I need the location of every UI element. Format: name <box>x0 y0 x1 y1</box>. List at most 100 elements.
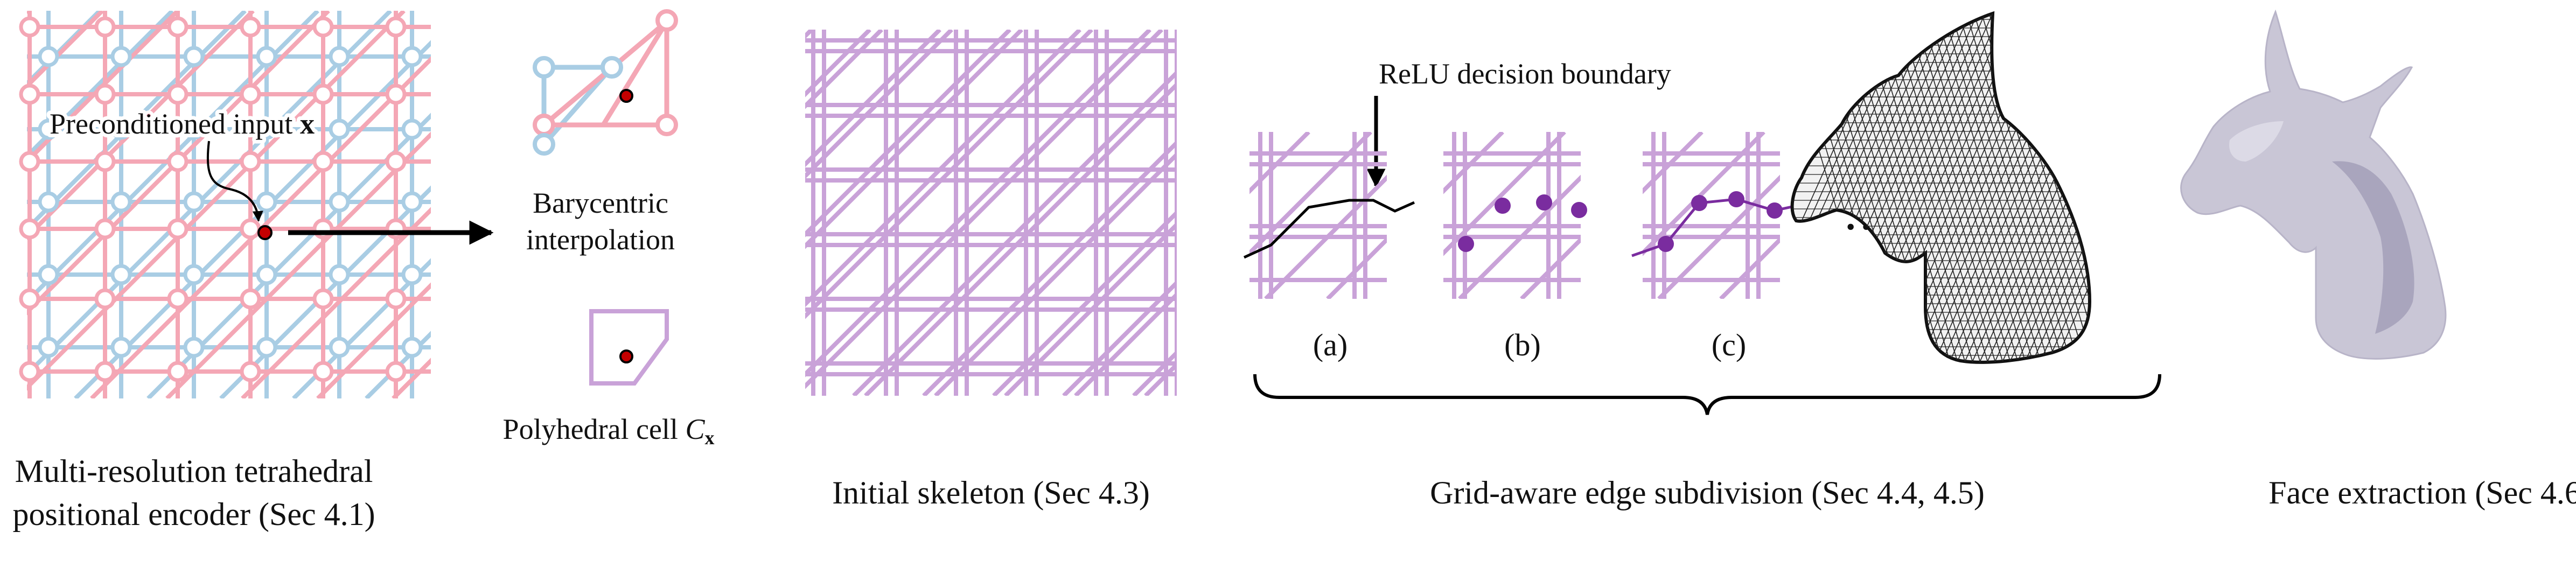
grid-node <box>385 288 407 310</box>
grid-node <box>240 288 261 310</box>
wire-line <box>2013 13 2090 362</box>
grid-node <box>256 46 277 67</box>
barycentric-label-line1: Barycentric <box>533 187 668 219</box>
input-pointer-arrow <box>206 141 263 222</box>
grid-node <box>329 191 350 213</box>
grid-node <box>167 83 189 105</box>
grid-node <box>19 218 40 240</box>
preconditioned-input-label: Preconditioned input x <box>50 108 315 140</box>
grid-node <box>183 191 205 213</box>
grid-node <box>167 361 189 382</box>
face-caption: Face extraction (Sec 4.6) <box>2268 475 2576 510</box>
grid-node <box>240 83 261 105</box>
polyhedral-cell-label: Polyhedral cell Cx <box>503 413 715 449</box>
grid-node <box>183 46 205 67</box>
grid-node <box>167 151 189 172</box>
wire-line <box>1960 13 2090 362</box>
grid-node <box>240 151 261 172</box>
grid-line <box>1583 132 1750 299</box>
grid-node <box>94 83 116 105</box>
blue-cell <box>541 65 617 151</box>
grid-nodes <box>19 16 423 382</box>
grid-node <box>401 46 423 67</box>
grid-node <box>94 151 116 172</box>
grid-line <box>805 30 1081 307</box>
grid-line <box>922 139 1177 396</box>
wire-line <box>2078 13 2090 362</box>
grid-node <box>385 16 407 38</box>
wire-line <box>2028 13 2090 362</box>
subdivision-point <box>1767 202 1783 219</box>
panel-c-label: (c) <box>1712 327 1746 362</box>
cell-input-point <box>619 89 633 103</box>
grid-node <box>94 218 116 240</box>
grid-node <box>19 288 40 310</box>
cell-node <box>533 133 555 156</box>
grid-node <box>329 264 350 285</box>
grid-node <box>240 218 261 240</box>
grid-node <box>110 191 132 213</box>
grid-node <box>256 264 277 285</box>
grid-line <box>805 30 941 167</box>
grid-line <box>1390 132 1556 299</box>
unicorn-wireframe <box>1790 11 2092 364</box>
wire-line <box>1967 13 2090 362</box>
grid-node <box>19 361 40 382</box>
grid-node <box>110 118 132 140</box>
grid-line <box>292 258 431 398</box>
subdivision-grid-c <box>1643 132 1780 299</box>
polyhedral-cell-point <box>619 349 633 363</box>
grid-line <box>27 11 174 159</box>
grid-node <box>183 337 205 358</box>
grid-line <box>316 282 431 398</box>
cell-node <box>655 114 678 136</box>
grid-node <box>401 337 423 358</box>
grid-node <box>329 118 350 140</box>
grid-line <box>27 11 29 14</box>
grid-line <box>1643 132 1765 256</box>
grid-line <box>1249 132 1310 194</box>
grid-node <box>38 46 59 67</box>
grid-node <box>256 118 277 140</box>
pink-grid <box>27 11 431 398</box>
encoder-grids <box>19 11 431 398</box>
panel-b-points <box>1458 194 1587 252</box>
encoder-caption-line2: positional encoder (Sec 4.1) <box>12 496 375 532</box>
grid-line <box>1249 132 1372 256</box>
cell-node <box>533 114 555 136</box>
skeleton-grid <box>805 30 1177 396</box>
polyhedral-cell <box>589 309 669 386</box>
grid-line <box>90 56 431 398</box>
wire-line <box>2035 13 2090 362</box>
panel-a-label: (a) <box>1313 327 1348 362</box>
panel-c-points <box>1658 191 1783 252</box>
unicorn-solid-body <box>2180 9 2447 360</box>
skeleton-caption: Initial skeleton (Sec 4.3) <box>832 475 1150 510</box>
grid-line <box>1264 174 1387 299</box>
cell-node <box>655 9 678 32</box>
grid-line <box>852 69 1177 396</box>
cell-node <box>533 56 555 79</box>
unicorn-solid <box>2180 9 2447 360</box>
subdivision-point <box>1458 236 1474 252</box>
subdivision-point <box>1536 194 1552 211</box>
grid-line <box>805 30 953 179</box>
grid-line <box>1458 174 1581 299</box>
grid-node <box>329 46 350 67</box>
subdivision-grid-a <box>1249 132 1556 299</box>
grid-node <box>94 361 116 382</box>
grid-line <box>27 11 29 14</box>
grid-node <box>167 288 189 310</box>
grid-line <box>1062 279 1177 396</box>
subdivision-point <box>1691 195 1707 211</box>
subdivision-brace <box>1253 374 2161 415</box>
grid-node <box>312 361 334 382</box>
grid-node <box>256 191 277 213</box>
grid-line <box>805 30 1163 389</box>
grid-line <box>27 11 104 89</box>
grid-node <box>94 16 116 38</box>
grid-line <box>1004 221 1177 396</box>
subdivision-point <box>1658 236 1674 252</box>
grid-line <box>27 11 406 391</box>
